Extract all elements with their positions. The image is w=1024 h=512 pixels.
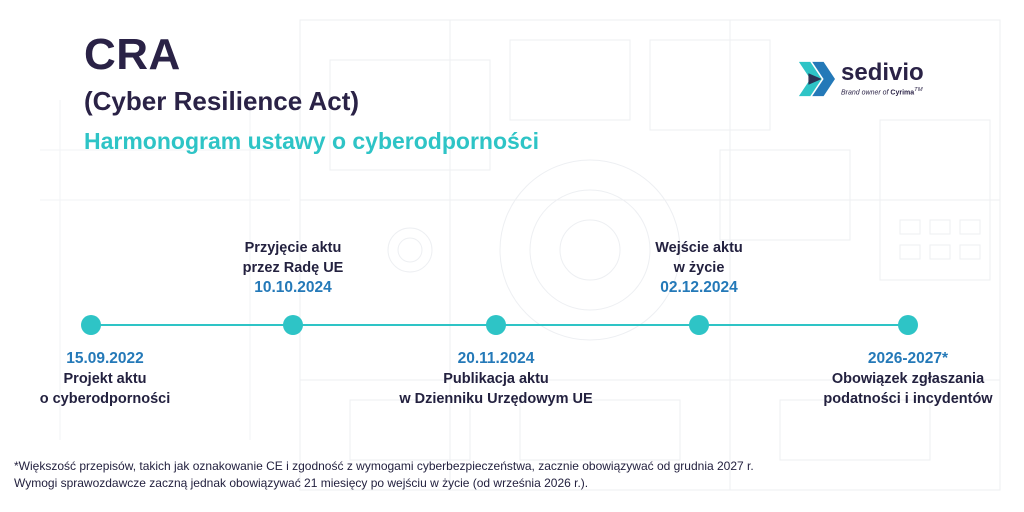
event-date: 2026-2027* (867, 350, 949, 367)
footnote-line1: *Większość przepisów, takich jak oznakow… (14, 459, 754, 473)
logo-subtitle: Brand owner of CyrimaTM (841, 87, 923, 97)
timeline-dot-2 (283, 315, 303, 335)
event-label-line1: Wejście aktu (655, 240, 743, 256)
timeline-event-2: Przyjęcie aktu przez Radę UE 10.10.2024 (173, 238, 413, 298)
brand-logo: sedivio Brand owner of CyrimaTM (797, 60, 924, 98)
timeline-dot-1 (81, 315, 101, 335)
timeline-event-5: 2026-2027* Obowiązek zgłaszania podatnoś… (788, 349, 1024, 409)
footnote: *Większość przepisów, takich jak oznakow… (14, 458, 1004, 492)
event-date: 15.09.2022 (66, 350, 144, 367)
event-date: 10.10.2024 (254, 279, 332, 296)
event-label-line2: przez Radę UE (242, 260, 344, 276)
sedivio-logo-icon (798, 61, 835, 97)
timeline-event-3: 20.11.2024 Publikacja aktu w Dzienniku U… (376, 349, 616, 409)
event-date: 02.12.2024 (660, 279, 738, 296)
event-label-line2: o cyberodporności (39, 391, 171, 407)
event-label-line2: w życie (673, 260, 725, 276)
timeline-dot-4 (689, 315, 709, 335)
footnote-line2: Wymogi sprawozdawcze zaczną jednak obowi… (14, 476, 589, 490)
page-tagline: Harmonogram ustawy o cyberodporności (84, 128, 539, 154)
page-subtitle: (Cyber Resilience Act) (84, 86, 360, 116)
event-label-line2: w Dzienniku Urzędowym UE (399, 391, 593, 407)
timeline-event-1: 15.09.2022 Projekt aktu o cyberodpornośc… (0, 349, 210, 409)
page-title: CRA (84, 30, 181, 79)
logo-name: sedivio (841, 59, 924, 87)
event-label-line1: Publikacja aktu (443, 371, 549, 387)
event-label-line1: Przyjęcie aktu (244, 240, 342, 256)
event-label-line1: Projekt aktu (63, 371, 147, 387)
event-date: 20.11.2024 (457, 350, 535, 367)
event-label-line1: Obowiązek zgłaszania (831, 371, 985, 387)
timeline-dot-5 (898, 315, 918, 335)
timeline-event-4: Wejście aktu w życie 02.12.2024 (579, 238, 819, 298)
event-label-line2: podatności i incydentów (823, 391, 993, 407)
timeline-dot-3 (486, 315, 506, 335)
